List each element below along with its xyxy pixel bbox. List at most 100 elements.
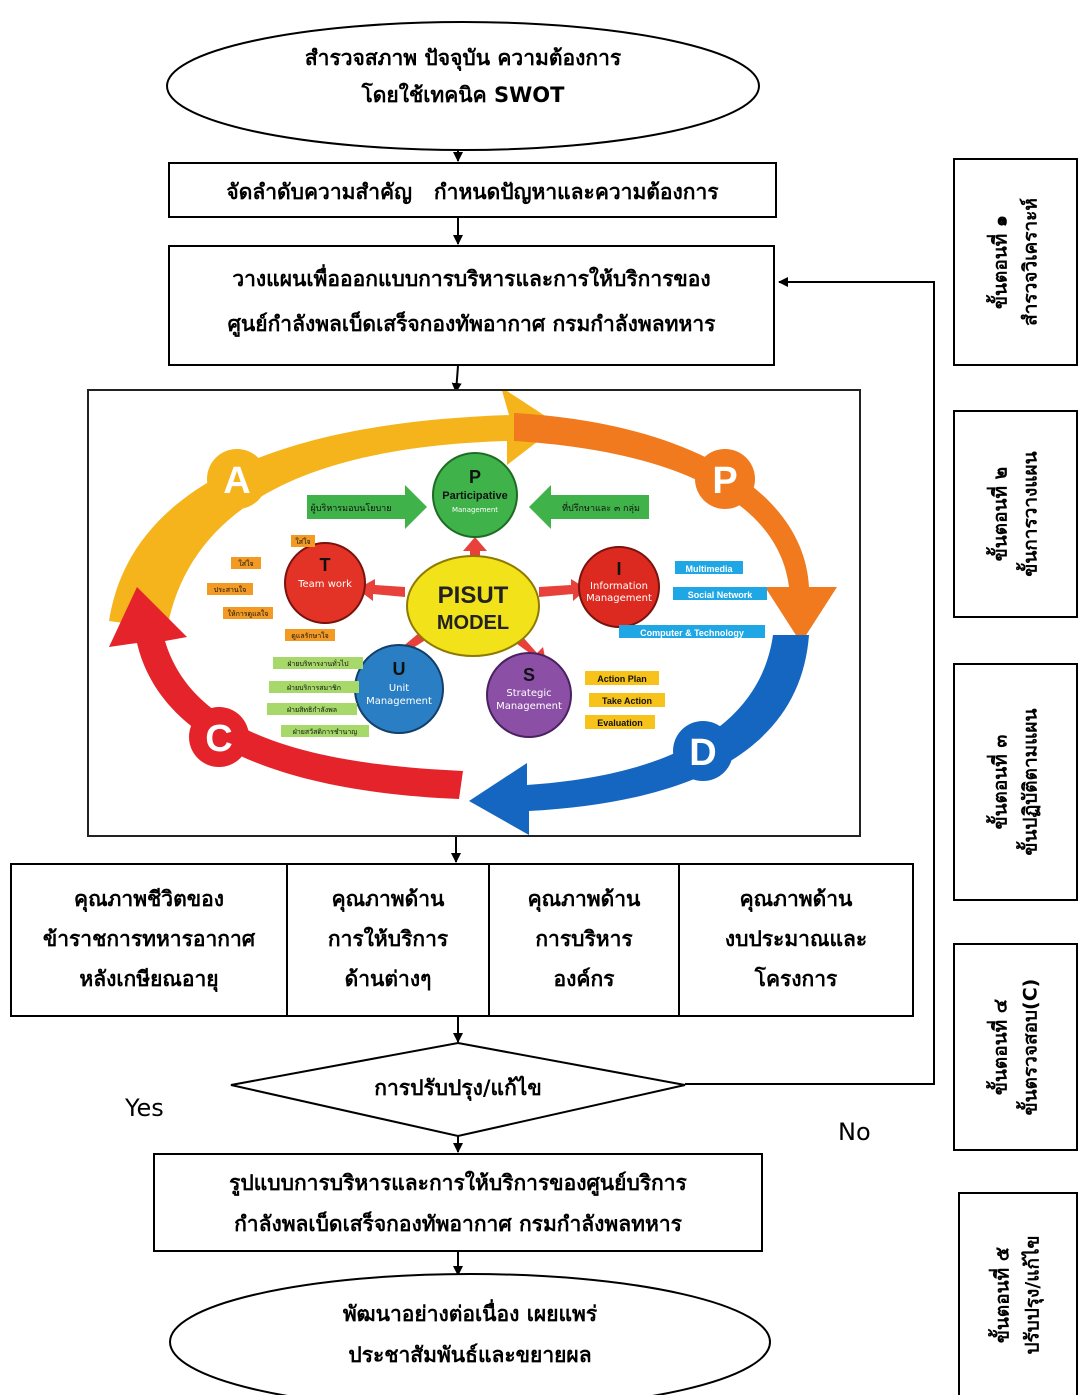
node-teamwork: T Team work (284, 542, 366, 624)
quality-budget-cell: คุณภาพด้าน งบประมาณและ โครงการ (678, 863, 914, 1017)
cycle-badge-c: C (189, 707, 249, 767)
cycle-badge-p: P (695, 449, 755, 509)
svg-text:ที่ปรึกษาและ ๓ กลุ่ม: ที่ปรึกษาและ ๓ กลุ่ม (562, 501, 640, 514)
cycle-arrow-c (109, 587, 463, 799)
step-1-box: ขั้นตอนที่ ๑ สำรวจวิเคราะห์ (953, 158, 1078, 366)
decision-text: การปรับปรุง/แก้ไข (374, 1076, 542, 1100)
svg-text:Management: Management (452, 506, 498, 514)
center-node: PISUT MODEL (406, 555, 540, 657)
no-label: No (838, 1118, 871, 1142)
svg-text:ให้การดูแลใจ: ให้การดูแลใจ (228, 609, 269, 618)
t-tag-4: ให้การดูแลใจ (223, 607, 273, 619)
prioritize-box: จัดลำดับความสำคัญ กำหนดปัญหาและความต้องก… (168, 162, 777, 218)
svg-text:Team work: Team work (297, 579, 352, 590)
u-tag-4: ฝ่ายสวัสดิการชำนาญ (281, 725, 369, 737)
step-2-label: ขั้นตอนที่ ๒ ขั้นการวางแผน (989, 451, 1042, 577)
quality-admin-line-1: คุณภาพด้าน (527, 887, 641, 912)
svg-text:A: A (223, 460, 250, 502)
pisut-model-panel: A P D C PISUT MODEL (87, 389, 861, 837)
svg-text:I: I (616, 559, 621, 579)
model-result-line-1: รูปแบบการบริหารและการให้บริการของศูนย์บร… (229, 1171, 687, 1195)
svg-text:Information: Information (590, 581, 648, 592)
svg-text:Management: Management (496, 701, 562, 712)
t-tag-2: ใส่ใจ (231, 557, 261, 569)
cycle-badge-d: D (673, 721, 733, 781)
develop-line-1: พัฒนาอย่างต่อเนื่อง เผยแพร่ (342, 1302, 598, 1326)
svg-text:Participative: Participative (442, 490, 507, 502)
s-tag-evaluation: Evaluation (585, 715, 655, 729)
node-information: I Information Management (578, 546, 660, 628)
i-tag-social: Social Network (673, 587, 767, 600)
p-arrow-right: ที่ปรึกษาและ ๓ กลุ่ม (529, 485, 649, 529)
svg-text:T: T (320, 555, 331, 575)
quality-budget-line-2: งบประมาณและ (724, 927, 868, 952)
quality-admin-line-2: การบริหาร (535, 927, 633, 952)
step-5-box: ขั้นตอนที่ ๕ ปรับปรุง/แก้ไข (958, 1192, 1078, 1395)
model-result-text: รูปแบบการบริหารและการให้บริการของศูนย์บร… (155, 1165, 761, 1243)
node-strategic: S Strategic Management (486, 652, 572, 738)
t-tag-6: ดูแลรักษาใจ (285, 629, 335, 641)
quality-budget-line-3: โครงการ (754, 966, 838, 991)
connector-arrows (357, 537, 587, 667)
svg-text:ดูแลรักษาใจ: ดูแลรักษาใจ (291, 631, 328, 640)
prioritize-text: จัดลำดับความสำคัญ กำหนดปัญหาและความต้องก… (226, 180, 719, 204)
step-2-box: ขั้นตอนที่ ๒ ขั้นการวางแผน (953, 410, 1078, 618)
svg-text:Social Network: Social Network (688, 590, 754, 600)
svg-text:Take Action: Take Action (602, 696, 652, 706)
arrow-3 (451, 365, 462, 393)
quality-admin-line-3: องค์กร (553, 966, 615, 991)
start-ellipse (166, 21, 760, 151)
svg-text:Strategic: Strategic (506, 688, 551, 699)
quality-life-cell: คุณภาพชีวิตของ ข้าราชการทหารอากาศ หลังเก… (10, 863, 288, 1017)
feedback-no-line (685, 277, 935, 1085)
svg-text:D: D (689, 732, 716, 774)
quality-service-line-3: ด้านต่างๆ (344, 966, 432, 991)
svg-text:Multimedia: Multimedia (685, 564, 733, 574)
svg-text:S: S (523, 665, 535, 685)
cycle-badge-a: A (207, 449, 267, 509)
quality-life-line-2: ข้าราชการทหารอากาศ (42, 927, 256, 952)
quality-budget-line-1: คุณภาพด้าน (739, 887, 853, 912)
i-tag-multimedia: Multimedia (675, 561, 743, 574)
develop-text: พัฒนาอย่างต่อเนื่อง เผยแพร่ ประชาสัมพันธ… (220, 1296, 720, 1374)
u-tag-1: ฝ่ายบริหารงานทั่วไป (273, 657, 363, 669)
svg-text:ฝ่ายบริการสมาชิก: ฝ่ายบริการสมาชิก (287, 684, 341, 692)
quality-admin-cell: คุณภาพด้าน การบริหาร องค์กร (488, 863, 680, 1017)
plan-box: วางแผนเพื่อออกแบบการบริหารและการให้บริกา… (168, 245, 775, 366)
svg-text:PISUT: PISUT (438, 582, 509, 609)
t-tag-3: ประสานใจ (207, 583, 253, 595)
quality-service-line-2: การให้บริการ (327, 927, 449, 952)
end-ellipse (169, 1273, 771, 1395)
step-3-label: ขั้นตอนที่ ๓ ขั้นปฏิบัติตามแผน (989, 708, 1042, 856)
plan-line-1: วางแผนเพื่อออกแบบการบริหารและการให้บริกา… (232, 267, 711, 291)
step-3-box: ขั้นตอนที่ ๓ ขั้นปฏิบัติตามแผน (953, 663, 1078, 901)
i-tag-computer: Computer & Technology (619, 625, 765, 638)
model-result-box: รูปแบบการบริหารและการให้บริการของศูนย์บร… (153, 1153, 763, 1252)
cycle-arrow-d (469, 635, 809, 835)
quality-service-line-1: คุณภาพด้าน (331, 887, 445, 912)
survey-line-1: สำรวจสภาพ ปัจจุบัน ความต้องการ (304, 46, 622, 70)
model-result-line-2: กำลังพลเบ็ดเสร็จกองทัพอากาศ กรมกำลังพลทห… (234, 1211, 682, 1236)
svg-text:ฝ่ายบริหารงานทั่วไป: ฝ่ายบริหารงานทั่วไป (287, 659, 349, 668)
svg-text:Unit: Unit (389, 683, 409, 694)
svg-text:ฝ่ายสิทธิกำลังพล: ฝ่ายสิทธิกำลังพล (287, 706, 337, 714)
plan-line-2: ศูนย์กำลังพลเบ็ดเสร็จกองทัพอากาศ กรมกำลั… (227, 311, 716, 336)
step-4-label: ขั้นตอนที่ ๔ ขั้นตรวจสอบ(C) (989, 978, 1042, 1116)
node-participative: P Participative Management (432, 452, 518, 538)
svg-text:ใส่ใจ: ใส่ใจ (295, 537, 310, 546)
node-unit: U Unit Management (354, 644, 444, 734)
pisut-model-graphic: A P D C PISUT MODEL (109, 391, 837, 835)
t-tag-1: ใส่ใจ (291, 535, 315, 547)
svg-text:U: U (393, 659, 406, 679)
step-5-label: ขั้นตอนที่ ๕ ปรับปรุง/แก้ไข (991, 1234, 1044, 1355)
svg-text:Computer & Technology: Computer & Technology (640, 628, 744, 638)
s-tag-take-action: Take Action (589, 693, 665, 707)
svg-text:Management: Management (586, 593, 652, 604)
u-tag-2: ฝ่ายบริการสมาชิก (269, 681, 359, 693)
svg-text:P: P (469, 467, 481, 487)
svg-text:Management: Management (366, 696, 432, 707)
svg-text:P: P (712, 460, 737, 502)
svg-text:MODEL: MODEL (437, 612, 509, 634)
survey-line-2: โดยใช้เทคนิค SWOT (361, 82, 565, 107)
